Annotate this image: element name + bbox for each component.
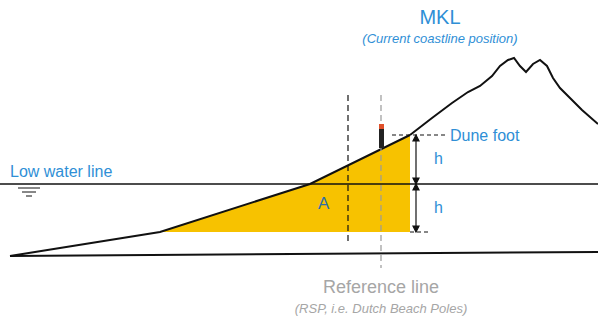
reference-label: Reference line [323,278,439,298]
water-line-label: Low water line [10,163,112,181]
height-label: h [434,150,443,168]
reference-sub-label: (RSP, i.e. Dutch Beach Poles) [295,302,467,316]
beach-profile [10,135,410,256]
base-line [10,252,598,256]
dune-foot-line [392,134,445,135]
reference-line [380,95,381,268]
depth-label: h [434,199,443,217]
subtitle-label: (Current coastline position) [362,32,517,46]
depth-line [410,231,430,232]
water-symbol [18,188,40,196]
low-water-line [0,183,598,185]
area-label: A [318,195,329,214]
beach-pole-top [379,124,384,129]
h-dimension [413,135,419,232]
dune-foot-label: Dune foot [450,127,519,145]
dune-profile [410,58,598,135]
title-label: MKL [419,6,460,28]
beach-pole [379,128,384,148]
mkl-line [347,95,348,242]
